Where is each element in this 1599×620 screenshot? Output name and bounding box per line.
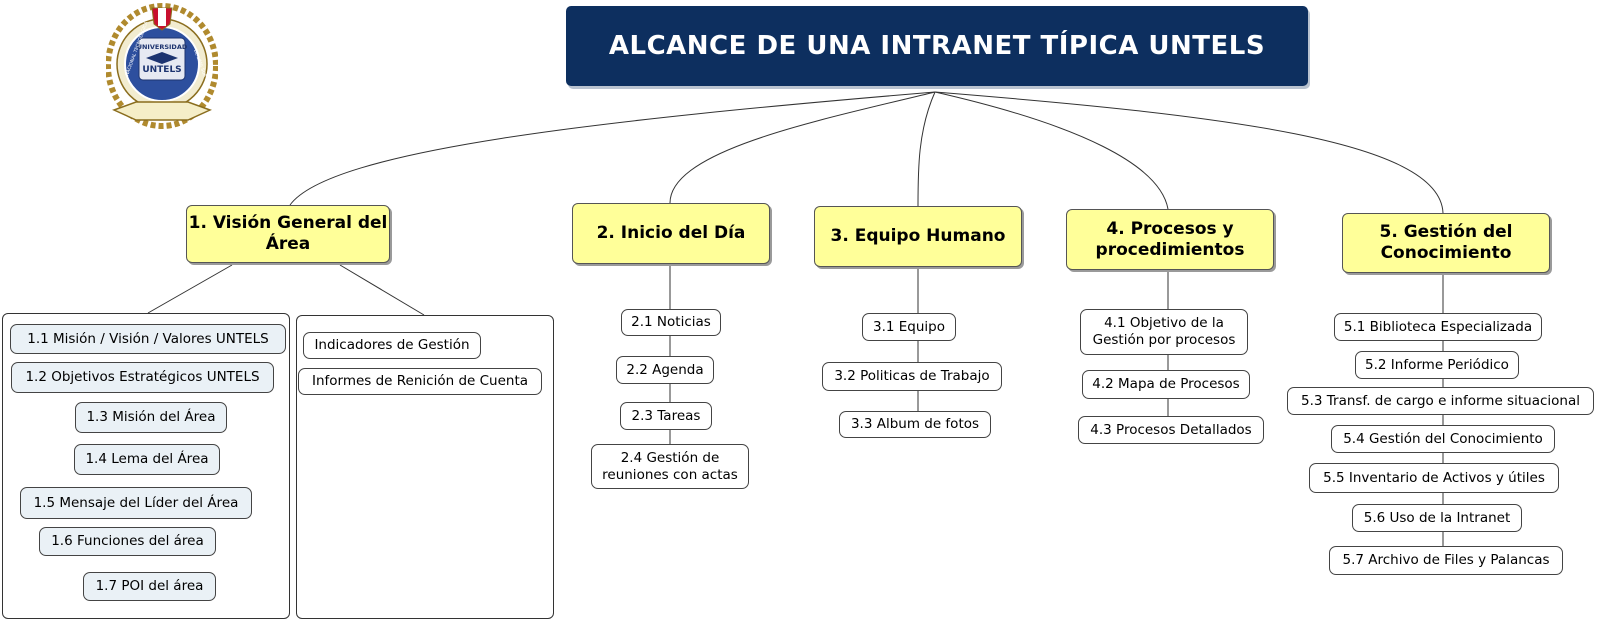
connector-b1-panel-left <box>147 264 233 314</box>
list-item[interactable]: 1.1 Misión / Visión / Valores UNTELS <box>10 324 286 354</box>
list-item[interactable]: 2.2 Agenda <box>616 356 714 384</box>
branch-inicio-del-dia[interactable]: 2. Inicio del Día <box>572 203 770 264</box>
logo-center-text: UNTELS <box>142 65 181 75</box>
group-panel-right <box>296 315 554 619</box>
list-item[interactable]: 5.4 Gestión del Conocimiento <box>1331 425 1555 453</box>
connector-root-b2 <box>669 91 936 204</box>
laurel-wreath-icon <box>106 3 218 129</box>
list-item[interactable]: 5.3 Transf. de cargo e informe situacion… <box>1287 387 1594 415</box>
list-item[interactable]: Indicadores de Gestión <box>303 332 481 359</box>
untels-logo: UNIVERSIDAD UNTELS NACIONAL TECNOLÓGICA … <box>106 3 218 129</box>
list-item[interactable]: 1.2 Objetivos Estratégicos UNTELS <box>11 362 274 393</box>
list-item[interactable]: 5.2 Informe Periódico <box>1355 351 1519 379</box>
list-item[interactable]: 5.7 Archivo de Files y Palancas <box>1329 546 1563 575</box>
list-item[interactable]: 1.7 POI del área <box>83 572 216 601</box>
list-item[interactable]: 5.6 Uso de la Intranet <box>1352 504 1522 532</box>
branch-procesos[interactable]: 4. Procesos y procedimientos <box>1066 209 1274 270</box>
list-item[interactable]: 2.1 Noticias <box>621 309 721 336</box>
logo-top-text: UNIVERSIDAD <box>137 43 188 51</box>
list-item[interactable]: 2.3 Tareas <box>620 402 712 430</box>
list-item[interactable]: 4.2 Mapa de Procesos <box>1082 370 1250 399</box>
connector-root-b5 <box>934 91 1444 214</box>
list-item[interactable]: 5.1 Biblioteca Especializada <box>1334 313 1542 341</box>
branch-vision-general[interactable]: 1. Visión General del Área <box>186 205 390 263</box>
branch-gestion-conocimiento[interactable]: 5. Gestión del Conocimiento <box>1342 213 1550 273</box>
list-item[interactable]: 4.3 Procesos Detallados <box>1078 416 1264 444</box>
list-item[interactable]: 2.4 Gestión de reuniones con actas <box>591 444 749 489</box>
list-item[interactable]: 3.3 Album de fotos <box>839 411 991 438</box>
branch-equipo-humano[interactable]: 3. Equipo Humano <box>814 206 1022 267</box>
list-item[interactable]: 3.2 Politicas de Trabajo <box>822 362 1002 391</box>
list-item[interactable]: 1.5 Mensaje del Líder del Área <box>20 487 252 519</box>
crest-icon <box>151 7 173 31</box>
connector-b1-panel-right <box>339 264 425 316</box>
list-item[interactable]: 1.4 Lema del Área <box>74 444 220 475</box>
list-item[interactable]: 1.6 Funciones del área <box>39 527 216 556</box>
list-item[interactable]: Informes de Renición de Cuenta <box>298 368 542 395</box>
connector-root-b3 <box>917 91 936 207</box>
page-title: ALCANCE DE UNA INTRANET TÍPICA UNTELS <box>566 6 1308 86</box>
connector-root-b4 <box>934 91 1169 210</box>
list-item[interactable]: 4.1 Objetivo de la Gestión por procesos <box>1080 309 1248 355</box>
list-item[interactable]: 1.3 Misión del Área <box>75 402 227 433</box>
list-item[interactable]: 5.5 Inventario de Activos y útiles <box>1309 463 1559 493</box>
list-item[interactable]: 3.1 Equipo <box>862 313 956 341</box>
ribbon-icon <box>112 101 212 121</box>
connector-root-b1 <box>289 91 936 206</box>
